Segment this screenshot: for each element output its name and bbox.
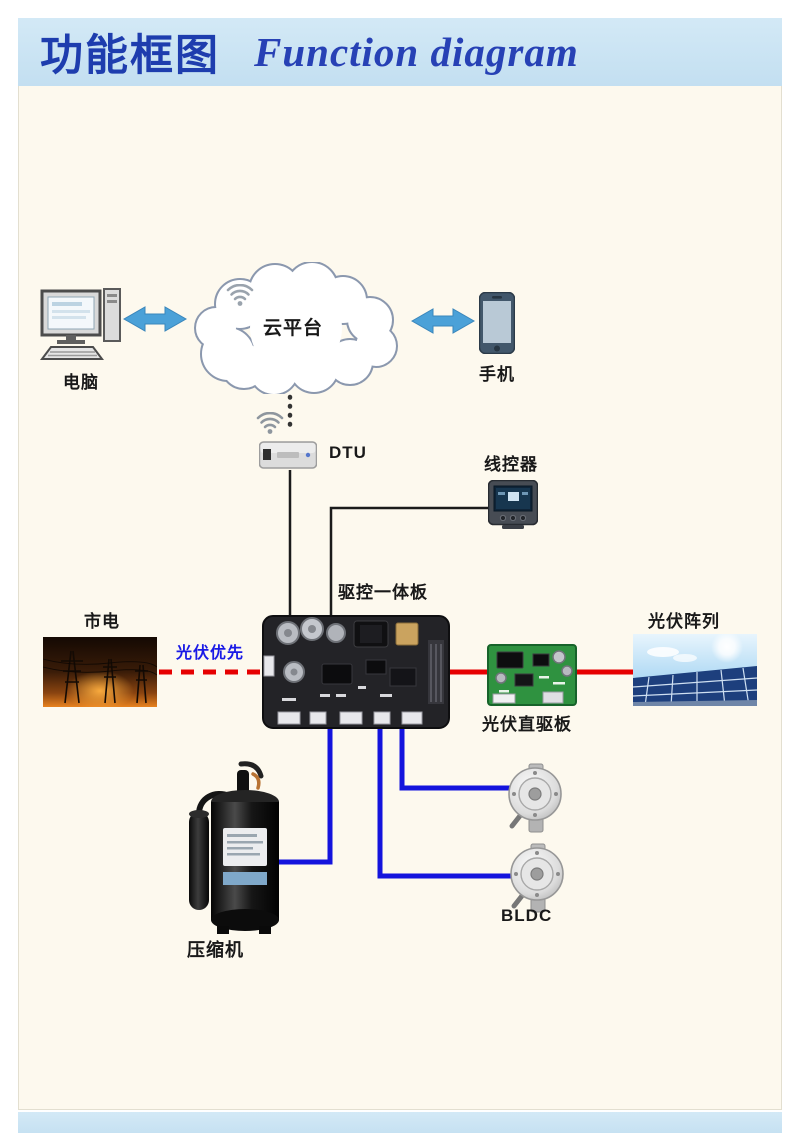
compressor-label: 压缩机: [187, 940, 244, 960]
mains-power-image: [43, 637, 157, 707]
pv-drive-board-image: [487, 644, 577, 706]
page-header: 功能框图 Function diagram: [18, 18, 782, 86]
phone-icon: [479, 292, 515, 354]
wire-controller-label: 线控器: [484, 455, 538, 474]
pv-array-label: 光伏阵列: [648, 612, 720, 631]
main-board-image: [262, 612, 452, 732]
page-subtitle: Function diagram: [254, 29, 579, 75]
bldc-fan-1-icon: [504, 762, 566, 836]
mains-power-label: 市电: [84, 612, 120, 631]
computer-label: 电脑: [63, 373, 99, 392]
dtu-device: [259, 438, 317, 472]
main-board-label: 驱控一体板: [338, 583, 428, 602]
pv-array-image: [633, 634, 757, 706]
next-section-banner: [18, 1112, 782, 1133]
diagram-canvas: [18, 18, 782, 1110]
page-title: 功能框图: [40, 32, 220, 80]
pv-priority-annotation: 光伏优先: [176, 645, 245, 662]
compressor-image: [183, 760, 287, 938]
cloud-platform-icon: [178, 262, 408, 394]
cloud-platform-label: 云平台: [262, 318, 323, 339]
computer-icon: [40, 285, 122, 363]
bldc-fan-2-icon: [506, 842, 568, 916]
phone-label: 手机: [479, 365, 515, 384]
dtu-label: DTU: [329, 443, 367, 462]
pv-drive-board-label: 光伏直驱板: [482, 715, 572, 734]
bldc-label: BLDC: [501, 906, 553, 925]
wire-controller-device: [488, 480, 538, 530]
dtu-wifi-icon: [256, 412, 284, 435]
cloud-wifi-icon: [226, 284, 254, 307]
